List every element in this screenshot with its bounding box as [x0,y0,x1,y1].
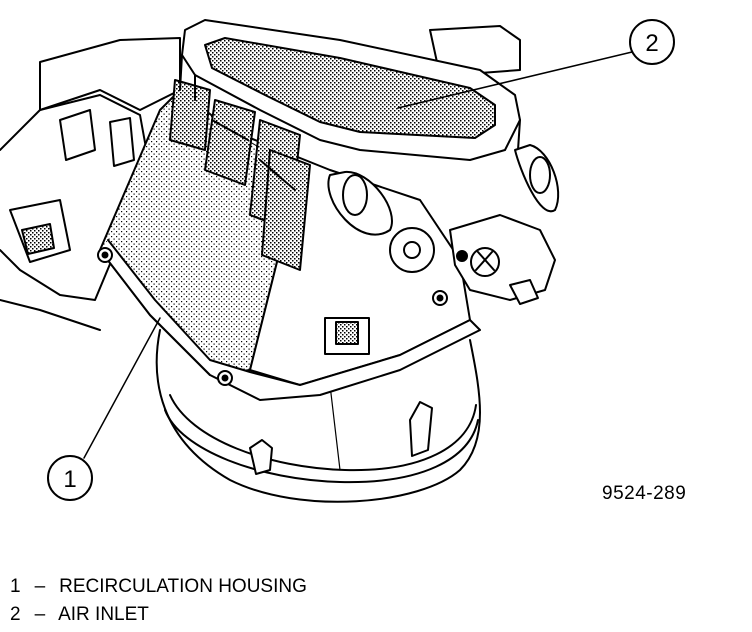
callout-2-number: 2 [645,30,658,57]
legend-item: 2 – AIR INLET [10,601,307,629]
recirculation-housing-illustration: 1 2 [0,19,675,503]
legend: 1 – RECIRCULATION HOUSING 2 – AIR INLET [10,573,307,629]
callout-2 [397,19,675,109]
legend-label: RECIRCULATION HOUSING [59,576,307,597]
callout-1 [47,317,161,501]
figure-id: 9524-289 [602,483,687,504]
recirculation-housing-body [97,79,481,401]
recirc-door-actuator [327,144,560,305]
legend-separator: – [34,576,46,597]
legend-number: 2 [10,604,21,625]
legend-item: 1 – RECIRCULATION HOUSING [10,573,307,601]
heater-case-background [0,25,521,331]
air-inlet [179,19,521,161]
legend-number: 1 [10,576,21,597]
callout-1-number: 1 [63,466,76,493]
legend-label: AIR INLET [58,604,149,625]
legend-separator: – [34,604,46,625]
